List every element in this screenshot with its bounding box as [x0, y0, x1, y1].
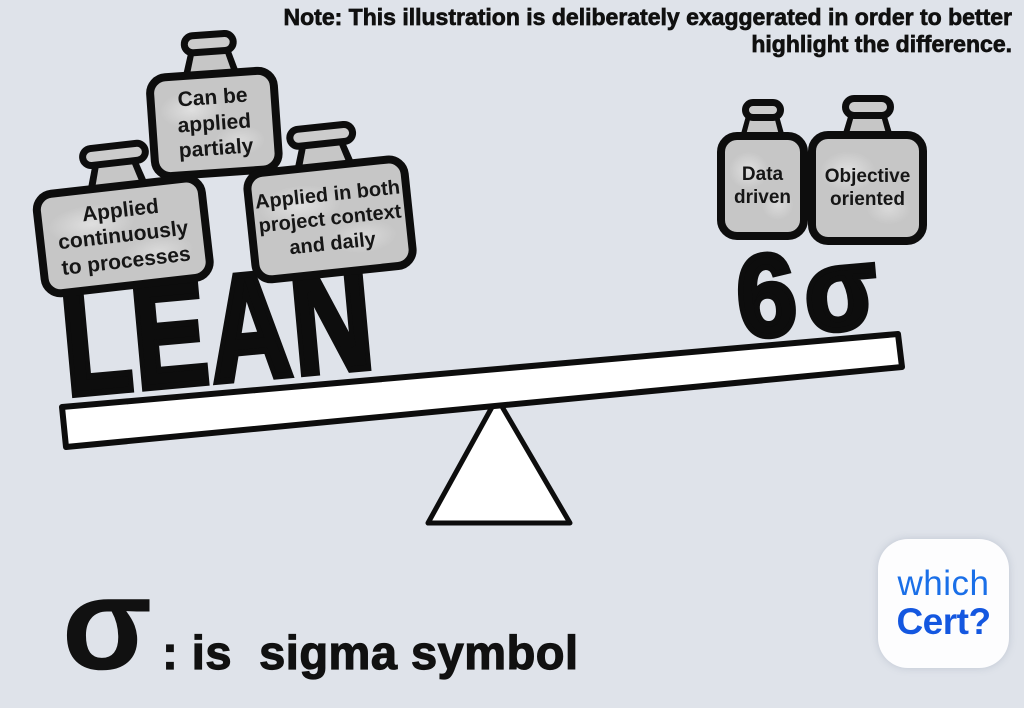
weight-body: Applied continuously to processes: [30, 172, 216, 300]
logo-cert-text: Cert?: [896, 601, 991, 643]
sigma-symbol: σ: [61, 550, 153, 697]
fulcrum-triangle: [425, 395, 573, 526]
weight-label: Objective oriented: [824, 165, 911, 210]
weight-handle-icon: [741, 99, 784, 121]
weight-body: Data driven: [717, 132, 808, 240]
note-text: Note: This illustration is deliberately …: [92, 4, 1012, 58]
weight-label: Applied in both project context and dail…: [253, 176, 403, 259]
weight-handle-icon: [841, 95, 894, 119]
weight-applied-continuously: Applied continuously to processes: [26, 133, 216, 300]
note-line-2: highlight the difference.: [751, 30, 1012, 58]
sigma-definition: σ: is sigma symbol: [44, 540, 579, 708]
weight-applied-in-both: Applied in both project context and dail…: [237, 115, 419, 286]
weight-label: Data driven: [733, 163, 792, 208]
weight-body: Objective oriented: [808, 131, 927, 245]
weight-label: Applied continuously to processes: [57, 194, 192, 280]
note-line-1: Note: This illustration is deliberately …: [283, 4, 1012, 31]
sigma-caption: : is sigma symbol: [161, 625, 579, 679]
weight-data-driven: Data driven: [717, 99, 808, 240]
logo-which-text: which: [897, 563, 990, 603]
whichcert-logo: which Cert?: [878, 539, 1009, 668]
illustration-canvas: Note: This illustration is deliberately …: [0, 0, 1024, 683]
weight-body: Applied in both project context and dail…: [241, 153, 419, 286]
weight-objective-oriented: Objective oriented: [808, 95, 927, 245]
